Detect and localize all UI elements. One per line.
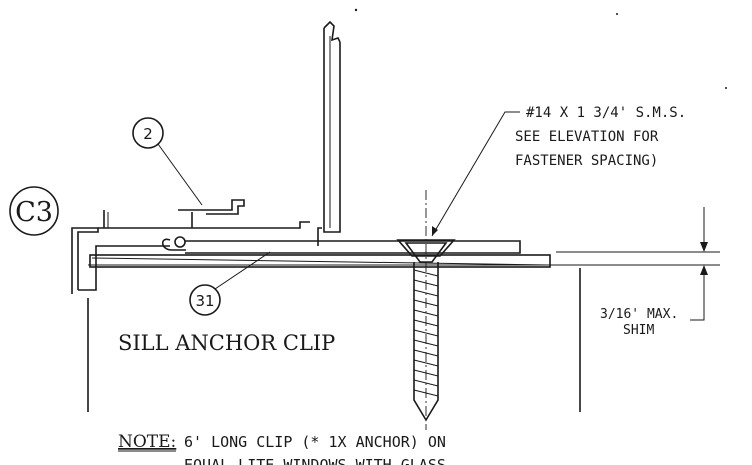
callout-2: 2 <box>132 117 203 206</box>
fastener-leader-arrow <box>432 226 438 236</box>
screw-threads <box>413 269 439 397</box>
anchor-clip-pin <box>174 236 186 248</box>
vertical-leg-outline <box>323 28 341 233</box>
anchor-clip <box>161 236 521 254</box>
callout-2-circle <box>132 117 164 149</box>
glass-stop-profile <box>178 199 245 215</box>
callout-2-leader <box>157 143 203 206</box>
note-label: NOTE: <box>118 432 176 452</box>
fastener-leader: #14 X 1 3/4' S.M.S. SEE ELEVATION FOR FA… <box>431 105 686 237</box>
frame-lower-leg <box>78 245 170 291</box>
anchor-clip-hook <box>161 238 186 251</box>
frame-front-lip <box>71 227 99 294</box>
frame-vertical-leg <box>323 20 341 233</box>
callout-2-text: 2 <box>143 125 153 143</box>
fastener-note-line2: SEE ELEVATION FOR <box>515 129 659 145</box>
screw-head <box>404 242 448 263</box>
main-label: SILL ANCHOR CLIP <box>118 331 335 355</box>
screw-shank <box>413 262 439 422</box>
screw <box>396 190 456 430</box>
speck-mark <box>616 13 618 15</box>
detail-tag-circle <box>9 186 59 236</box>
note-block: NOTE: 6' LONG CLIP (* 1X ANCHOR) ON EQUA… <box>118 432 446 465</box>
fastener-note-line3: FASTENER SPACING) <box>515 153 658 169</box>
fastener-note-line1: #14 X 1 3/4' S.M.S. <box>526 105 686 121</box>
anchor-clip-plate <box>185 240 521 254</box>
shim-note-line1: 3/16' MAX. <box>600 307 678 322</box>
window-frame-profile <box>71 199 322 294</box>
speck-mark <box>354 8 358 12</box>
shim-taper-line <box>91 257 549 266</box>
callout-31: 31 <box>189 251 271 316</box>
frame-back-step <box>317 227 322 246</box>
substrate <box>87 264 720 412</box>
callout-31-text: 31 <box>195 292 214 310</box>
detail-tag: C3 <box>9 186 59 236</box>
screw-washer <box>396 239 456 257</box>
detail-tag-text: C3 <box>15 197 53 228</box>
shim-note-line2: SHIM <box>623 323 654 338</box>
vertical-leg-top-snap <box>323 20 341 43</box>
fastener-leader-line <box>431 111 520 237</box>
callout-31-circle <box>189 284 221 316</box>
shim <box>89 254 551 268</box>
frame-top-flange <box>98 221 310 229</box>
speck-mark <box>725 87 727 89</box>
shim-dim-top-arrow <box>700 242 708 252</box>
shim-dim-bottom-leader <box>690 269 705 321</box>
shim-dimension: 3/16' MAX. SHIM <box>556 207 720 338</box>
shim-outline <box>89 254 551 268</box>
note-line1: 6' LONG CLIP (* 1X ANCHOR) ON <box>184 433 446 451</box>
callout-31-leader <box>214 251 271 290</box>
note-line2: EQUAL LITE WINDOWS WITH GLASS <box>184 456 446 465</box>
